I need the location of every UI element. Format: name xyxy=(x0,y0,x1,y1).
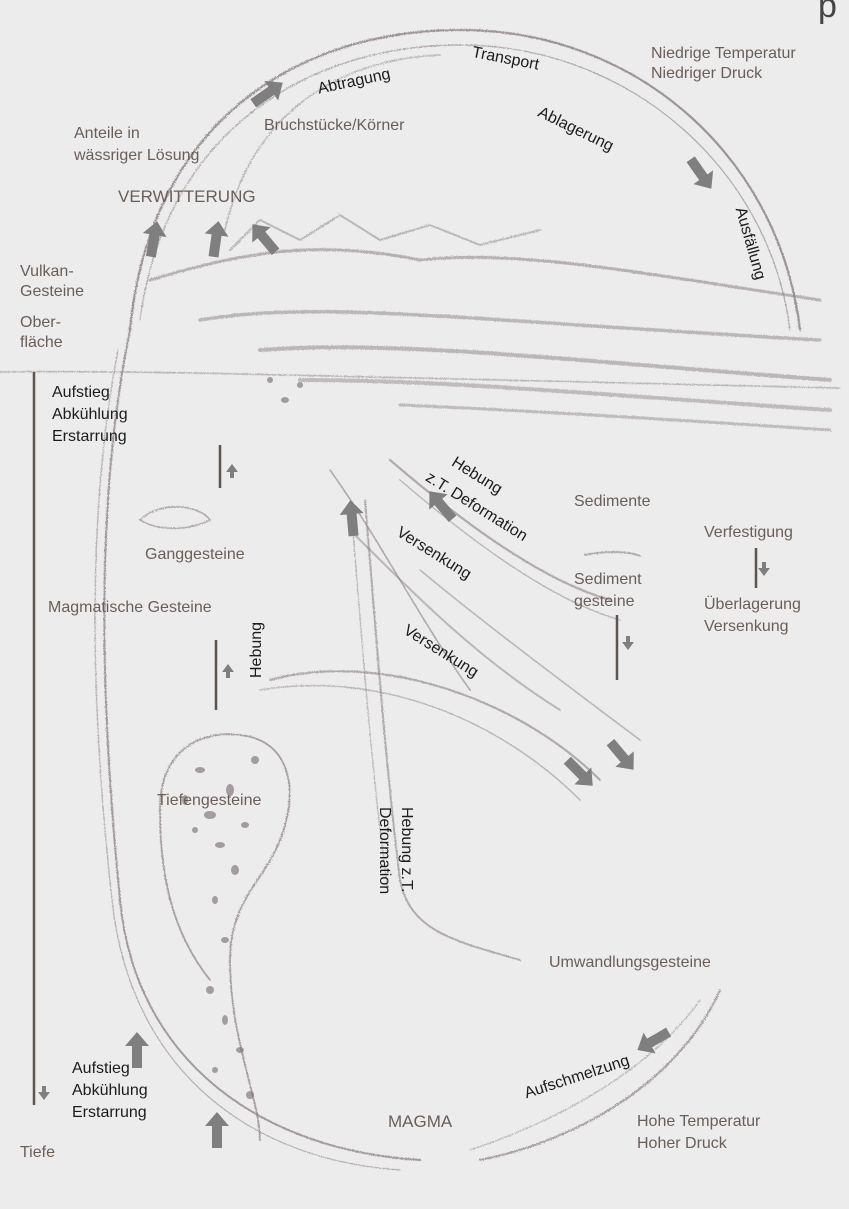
label-hoher-druck: Hoher Druck xyxy=(637,1134,727,1154)
label-ober: Ober- xyxy=(20,313,61,333)
label-bruchstuecke: Bruchstücke/Körner xyxy=(264,116,405,136)
label-gesteine-sediment: gesteine xyxy=(574,592,635,612)
label-abkuehlung-top: Abkühlung xyxy=(52,405,128,425)
label-tiefe: Tiefe xyxy=(20,1143,55,1163)
label-niedrige-temperatur: Niedrige Temperatur xyxy=(651,44,796,64)
label-abkuehlung-bottom: Abkühlung xyxy=(72,1081,148,1101)
label-vulkan: Vulkan- xyxy=(20,262,74,282)
label-gesteine: Gesteine xyxy=(20,282,84,302)
label-deformation-2: Deformation xyxy=(374,807,394,894)
label-erstarrung-bottom: Erstarrung xyxy=(72,1103,147,1123)
label-magma: MAGMA xyxy=(388,1112,452,1132)
label-magmatische-gesteine: Magmatische Gesteine xyxy=(48,598,212,618)
label-erstarrung-top: Erstarrung xyxy=(52,427,127,447)
label-anteile: Anteile in xyxy=(74,124,140,144)
label-ueberlagerung: Überlagerung xyxy=(704,595,801,615)
label-hebung-left: Hebung xyxy=(247,622,267,678)
label-niedriger-druck: Niedriger Druck xyxy=(651,64,762,84)
label-aufstieg-top: Aufstieg xyxy=(52,383,110,403)
corner-mark: p xyxy=(818,0,837,26)
label-umwandlungsgesteine: Umwandlungsgesteine xyxy=(549,953,711,973)
label-versenkung-right: Versenkung xyxy=(704,617,789,637)
label-verfestigung: Verfestigung xyxy=(704,523,793,543)
label-tiefengesteine: Tiefengesteine xyxy=(157,791,261,811)
label-hohe-temperatur: Hohe Temperatur xyxy=(637,1112,760,1132)
label-sediment: Sediment xyxy=(574,570,642,590)
label-ganggesteine: Ganggesteine xyxy=(145,545,245,565)
label-verwitterung: VERWITTERUNG xyxy=(118,187,256,207)
label-hebung-zt: Hebung z.T. xyxy=(396,807,416,892)
label-sedimente: Sedimente xyxy=(574,492,651,512)
label-waessriger-loesung: wässriger Lösung xyxy=(74,146,199,166)
label-aufstieg-bottom: Aufstieg xyxy=(72,1059,130,1079)
label-flaeche: fläche xyxy=(20,333,63,353)
